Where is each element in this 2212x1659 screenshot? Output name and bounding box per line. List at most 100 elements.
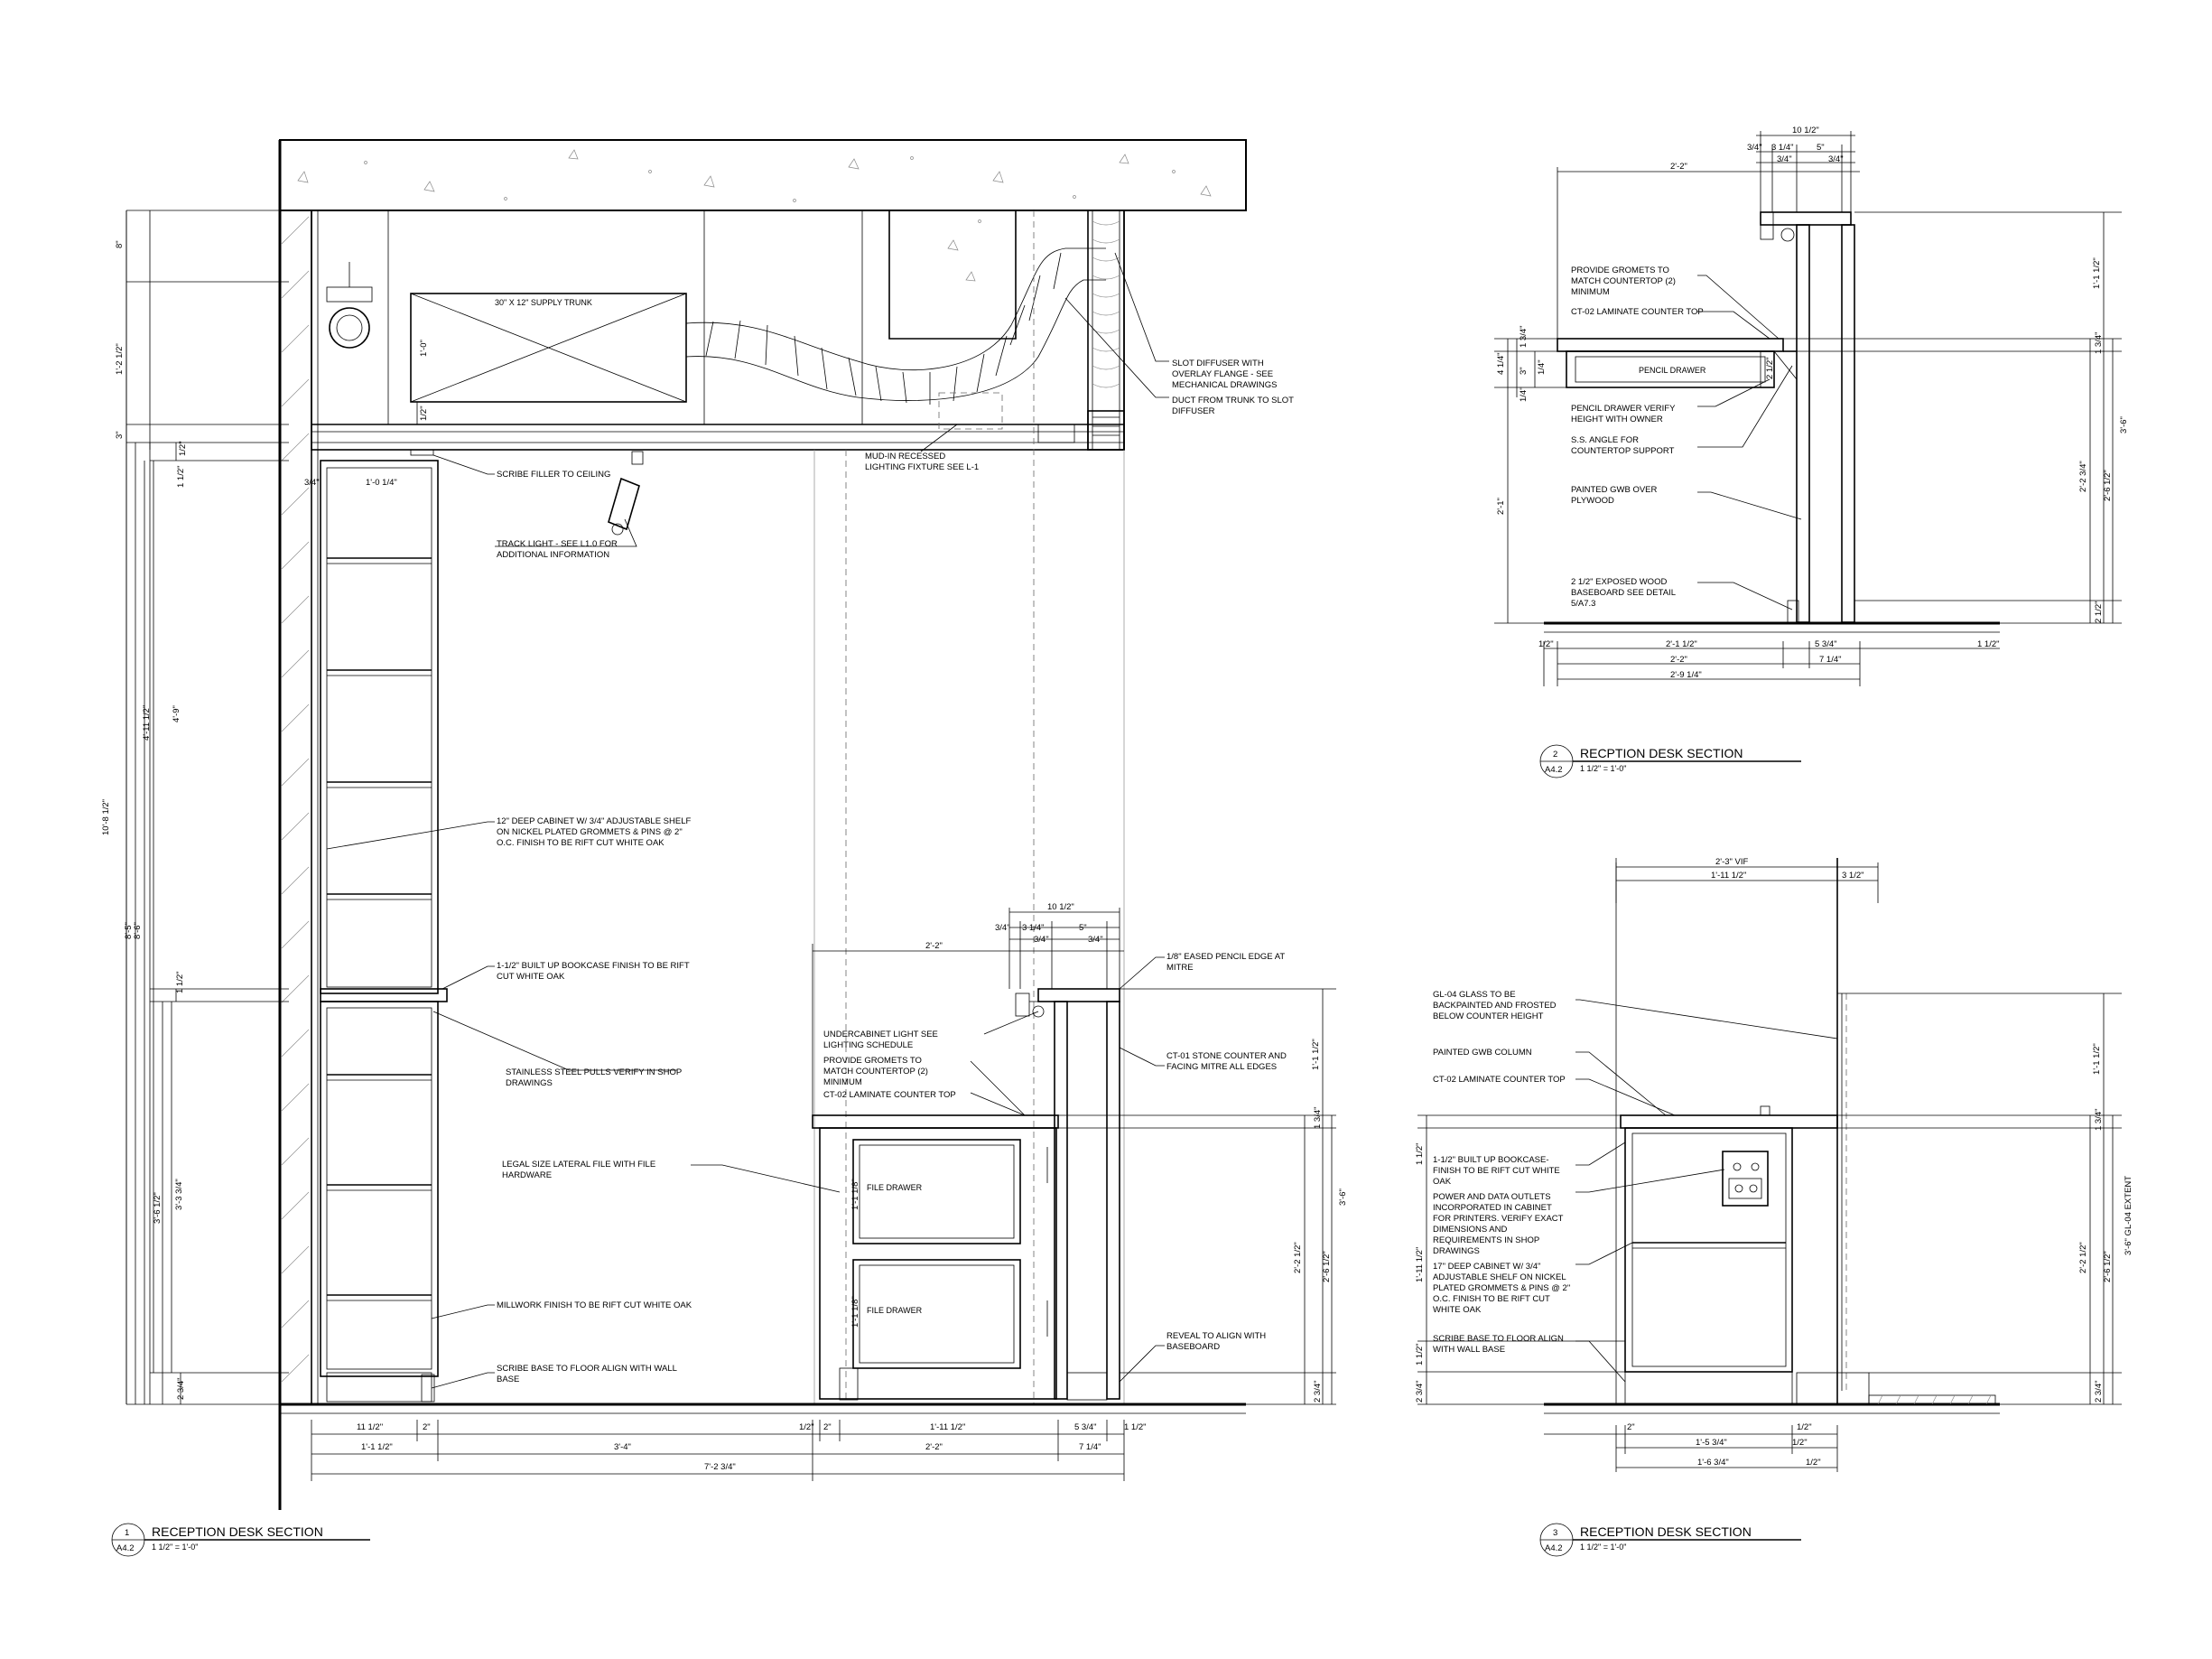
d2-dim-1-4b: 1/4" (1519, 387, 1529, 402)
dim-right-2-2-1-2: 2'-2 1/2" (1293, 1242, 1303, 1273)
dim-top-5: 5" (1079, 923, 1087, 933)
d2-note-grommets-2: MATCH COUNTERTOP (2) (1571, 276, 1676, 286)
dim-2-3-4: 2 3/4" (176, 1377, 186, 1400)
flex-duct (685, 247, 1106, 401)
d3-note-glass-1: GL-04 GLASS TO BE (1433, 990, 1516, 1000)
detail-1-number: 1 (125, 1528, 129, 1538)
note-lateral-file-2: HARDWARE (502, 1170, 552, 1180)
dim-b-3-4: 3'-4" (614, 1442, 631, 1452)
dim-b-2: 2" (423, 1422, 431, 1432)
detail-2-title-block: 2 A4.2 RECPTION DESK SECTION 1 1/2" = 1'… (1539, 744, 1801, 778)
d3-note-outlets-4: DIMENSIONS AND (1433, 1225, 1507, 1235)
d3-note-glass-2: BACKPAINTED AND FROSTED (1433, 1001, 1557, 1011)
dim-1-0: 1'-0" (419, 340, 429, 357)
d3-dim-r-2-6-1-2: 2'-6 1/2" (2103, 1251, 2113, 1282)
note-grommets-1: PROVIDE GROMETS TO (823, 1056, 922, 1066)
d3-dim-b-1-2c: 1/2" (1806, 1458, 1821, 1468)
d3-dim-r-1-3-4: 1 3/4" (2094, 1108, 2104, 1131)
detail-3-section: 2'-3" VIF 1'-11 1/2" 3 1/2" 1 1/2" 1'-11… (1415, 857, 2133, 1557)
d3-dim-r-2-3-4: 2 3/4" (2094, 1380, 2104, 1403)
d3-dim-l-1-1-2b: 1 1/2" (1415, 1343, 1425, 1365)
note-pencil-edge-2: MITRE (1166, 963, 1194, 973)
dim-b-1-1-1-2: 1'-1 1/2" (361, 1442, 393, 1452)
d2-dim-r-1-3-4: 1 3/4" (2094, 331, 2104, 354)
d2-note-ct02: CT-02 LAMINATE COUNTER TOP (1571, 307, 1704, 317)
d2-dim-3-4c: 3/4" (1828, 154, 1844, 164)
d3-dim-r-3-6-ext: 3'-6" GL-04 EXTENT (2124, 1176, 2133, 1255)
d2-dim-5: 5" (1817, 143, 1825, 153)
dim-3-4: 3/4" (304, 478, 320, 488)
note-millwork: MILLWORK FINISH TO BE RIFT CUT WHITE OAK (497, 1300, 692, 1310)
d2-dim-2-2: 2'-2" (1670, 162, 1687, 172)
dim-b-1-1-2: 1 1/2" (1124, 1422, 1147, 1432)
concrete-hatch (297, 149, 1212, 282)
d3-dim-b-1-2: 1/2" (1797, 1422, 1812, 1432)
d2-dim-r-3-6: 3'-6" (2119, 416, 2129, 433)
dim-top-3-4a: 3/4" (995, 923, 1010, 933)
d3-note-outlets-6: DRAWINGS (1433, 1246, 1480, 1256)
upper-cabinet (320, 460, 439, 994)
d2-dim-r-2-2-3-4: 2'-2 3/4" (2078, 461, 2088, 492)
d2-note-gwb-1: PAINTED GWB OVER (1571, 485, 1658, 495)
dim-right-1-3-4: 1 3/4" (1313, 1106, 1323, 1129)
dim-1-2: 1/2" (419, 405, 429, 421)
note-track-light-2: ADDITIONAL INFORMATION (497, 550, 609, 560)
d2-dim-r-2-1-2: 2 1/2" (2094, 601, 2104, 623)
note-ct02: CT-02 LAMINATE COUNTER TOP (823, 1090, 956, 1100)
dim-8: 8" (115, 240, 125, 248)
dim-top-3-1-4: 3 1/4" (1022, 923, 1045, 933)
d2-note-ss-angle-2: COUNTERTOP SUPPORT (1571, 446, 1675, 456)
dim-b-5-3-4: 5 3/4" (1074, 1422, 1097, 1432)
d2-dim-3: 3" (1519, 367, 1529, 375)
d2-dim-3-4: 3/4" (1747, 143, 1762, 153)
dim-4-9: 4'-9" (172, 705, 181, 722)
d2-note-pencil-verify-1: PENCIL DRAWER VERIFY (1571, 404, 1676, 414)
dim-4-11-1-2: 4'-11 1/2" (142, 705, 152, 741)
note-track-light-1: TRACK LIGHT - SEE L1.0 FOR (497, 539, 618, 549)
note-pulls-1: STAINLESS STEEL PULLS VERIFY IN SHOP (506, 1067, 682, 1077)
file-drawer-1 (852, 1139, 1021, 1244)
note-undercabinet-1: UNDERCABINET LIGHT SEE (823, 1030, 938, 1039)
note-slot-diffuser-3: MECHANICAL DRAWINGS (1172, 380, 1277, 390)
detail-2-sheet: A4.2 (1545, 765, 1563, 775)
supply-trunk (410, 293, 687, 403)
d3-note-cabinet-17-4: O.C. FINISH TO BE RIFT CUT (1433, 1294, 1550, 1304)
d3-dim-2-3-vif: 2'-3" VIF (1715, 857, 1749, 867)
d3-dim-l-2-3-4: 2 3/4" (1415, 1380, 1425, 1403)
d3-note-outlets-5: REQUIREMENTS IN SHOP (1433, 1235, 1539, 1245)
d2-note-baseboard-1: 2 1/2" EXPOSED WOOD (1571, 577, 1667, 587)
d3-dim-b-2: 2" (1627, 1422, 1635, 1432)
dim-right-1-1-1-2: 1'-1 1/2" (1311, 1039, 1321, 1070)
d3-note-scribe-base-1: SCRIBE BASE TO FLOOR ALIGN (1433, 1334, 1564, 1344)
detail-3-title-block: 3 A4.2 RECEPTION DESK SECTION 1 1/2" = 1… (1539, 1523, 1801, 1557)
detail-2-title: RECPTION DESK SECTION (1580, 746, 1743, 760)
lower-cabinet (320, 1001, 439, 1377)
detail-2-number: 2 (1553, 750, 1557, 760)
note-scribe-filler: SCRIBE FILLER TO CEILING (497, 470, 610, 480)
d2-dim-2-1-2: 2 1/2" (1765, 357, 1775, 379)
dim-right-2-6-1-2: 2'-6 1/2" (1322, 1251, 1332, 1282)
note-cabinet-12-3: O.C. FINISH TO BE RIFT CUT WHITE OAK (497, 838, 665, 848)
note-pulls-2: DRAWINGS (506, 1078, 553, 1088)
d2-dim-b-2-2: 2'-2" (1670, 655, 1687, 665)
d2-note-grommets-3: MINIMUM (1571, 287, 1610, 297)
d2-dim-r-1-1-1-2: 1'-1 1/2" (2092, 257, 2102, 289)
dim-top-3-4b: 3/4" (1034, 935, 1049, 945)
d3-dim-b-1-6-3-4: 1'-6 3/4" (1697, 1458, 1729, 1468)
d2-note-gwb-2: PLYWOOD (1571, 496, 1614, 506)
d2-dim-3-4b: 3/4" (1777, 154, 1792, 164)
d2-dim-b-1-1-2: 1 1/2" (1977, 639, 2000, 649)
d3-note-glass-3: BELOW COUNTER HEIGHT (1433, 1011, 1544, 1021)
note-reveal-2: BASEBOARD (1166, 1342, 1220, 1352)
note-duct-trunk-2: DIFFUSER (1172, 406, 1215, 416)
dim-1-1-2b: 1 1/2" (175, 971, 185, 993)
dim-b-7-2-3-4: 7'-2 3/4" (704, 1462, 736, 1472)
d3-note-ct02: CT-02 LAMINATE COUNTER TOP (1433, 1075, 1566, 1085)
note-ct01-1: CT-01 STONE COUNTER AND (1166, 1051, 1287, 1061)
d2-note-ss-angle-1: S.S. ANGLE FOR (1571, 435, 1639, 445)
d2-dim-b-7-1-4: 7 1/4" (1819, 655, 1842, 665)
d2-dim-4-1-4: 4 1/4" (1496, 352, 1506, 375)
d2-note-baseboard-2: BASEBOARD SEE DETAIL (1571, 588, 1676, 598)
dim-b-2b: 2" (823, 1422, 832, 1432)
